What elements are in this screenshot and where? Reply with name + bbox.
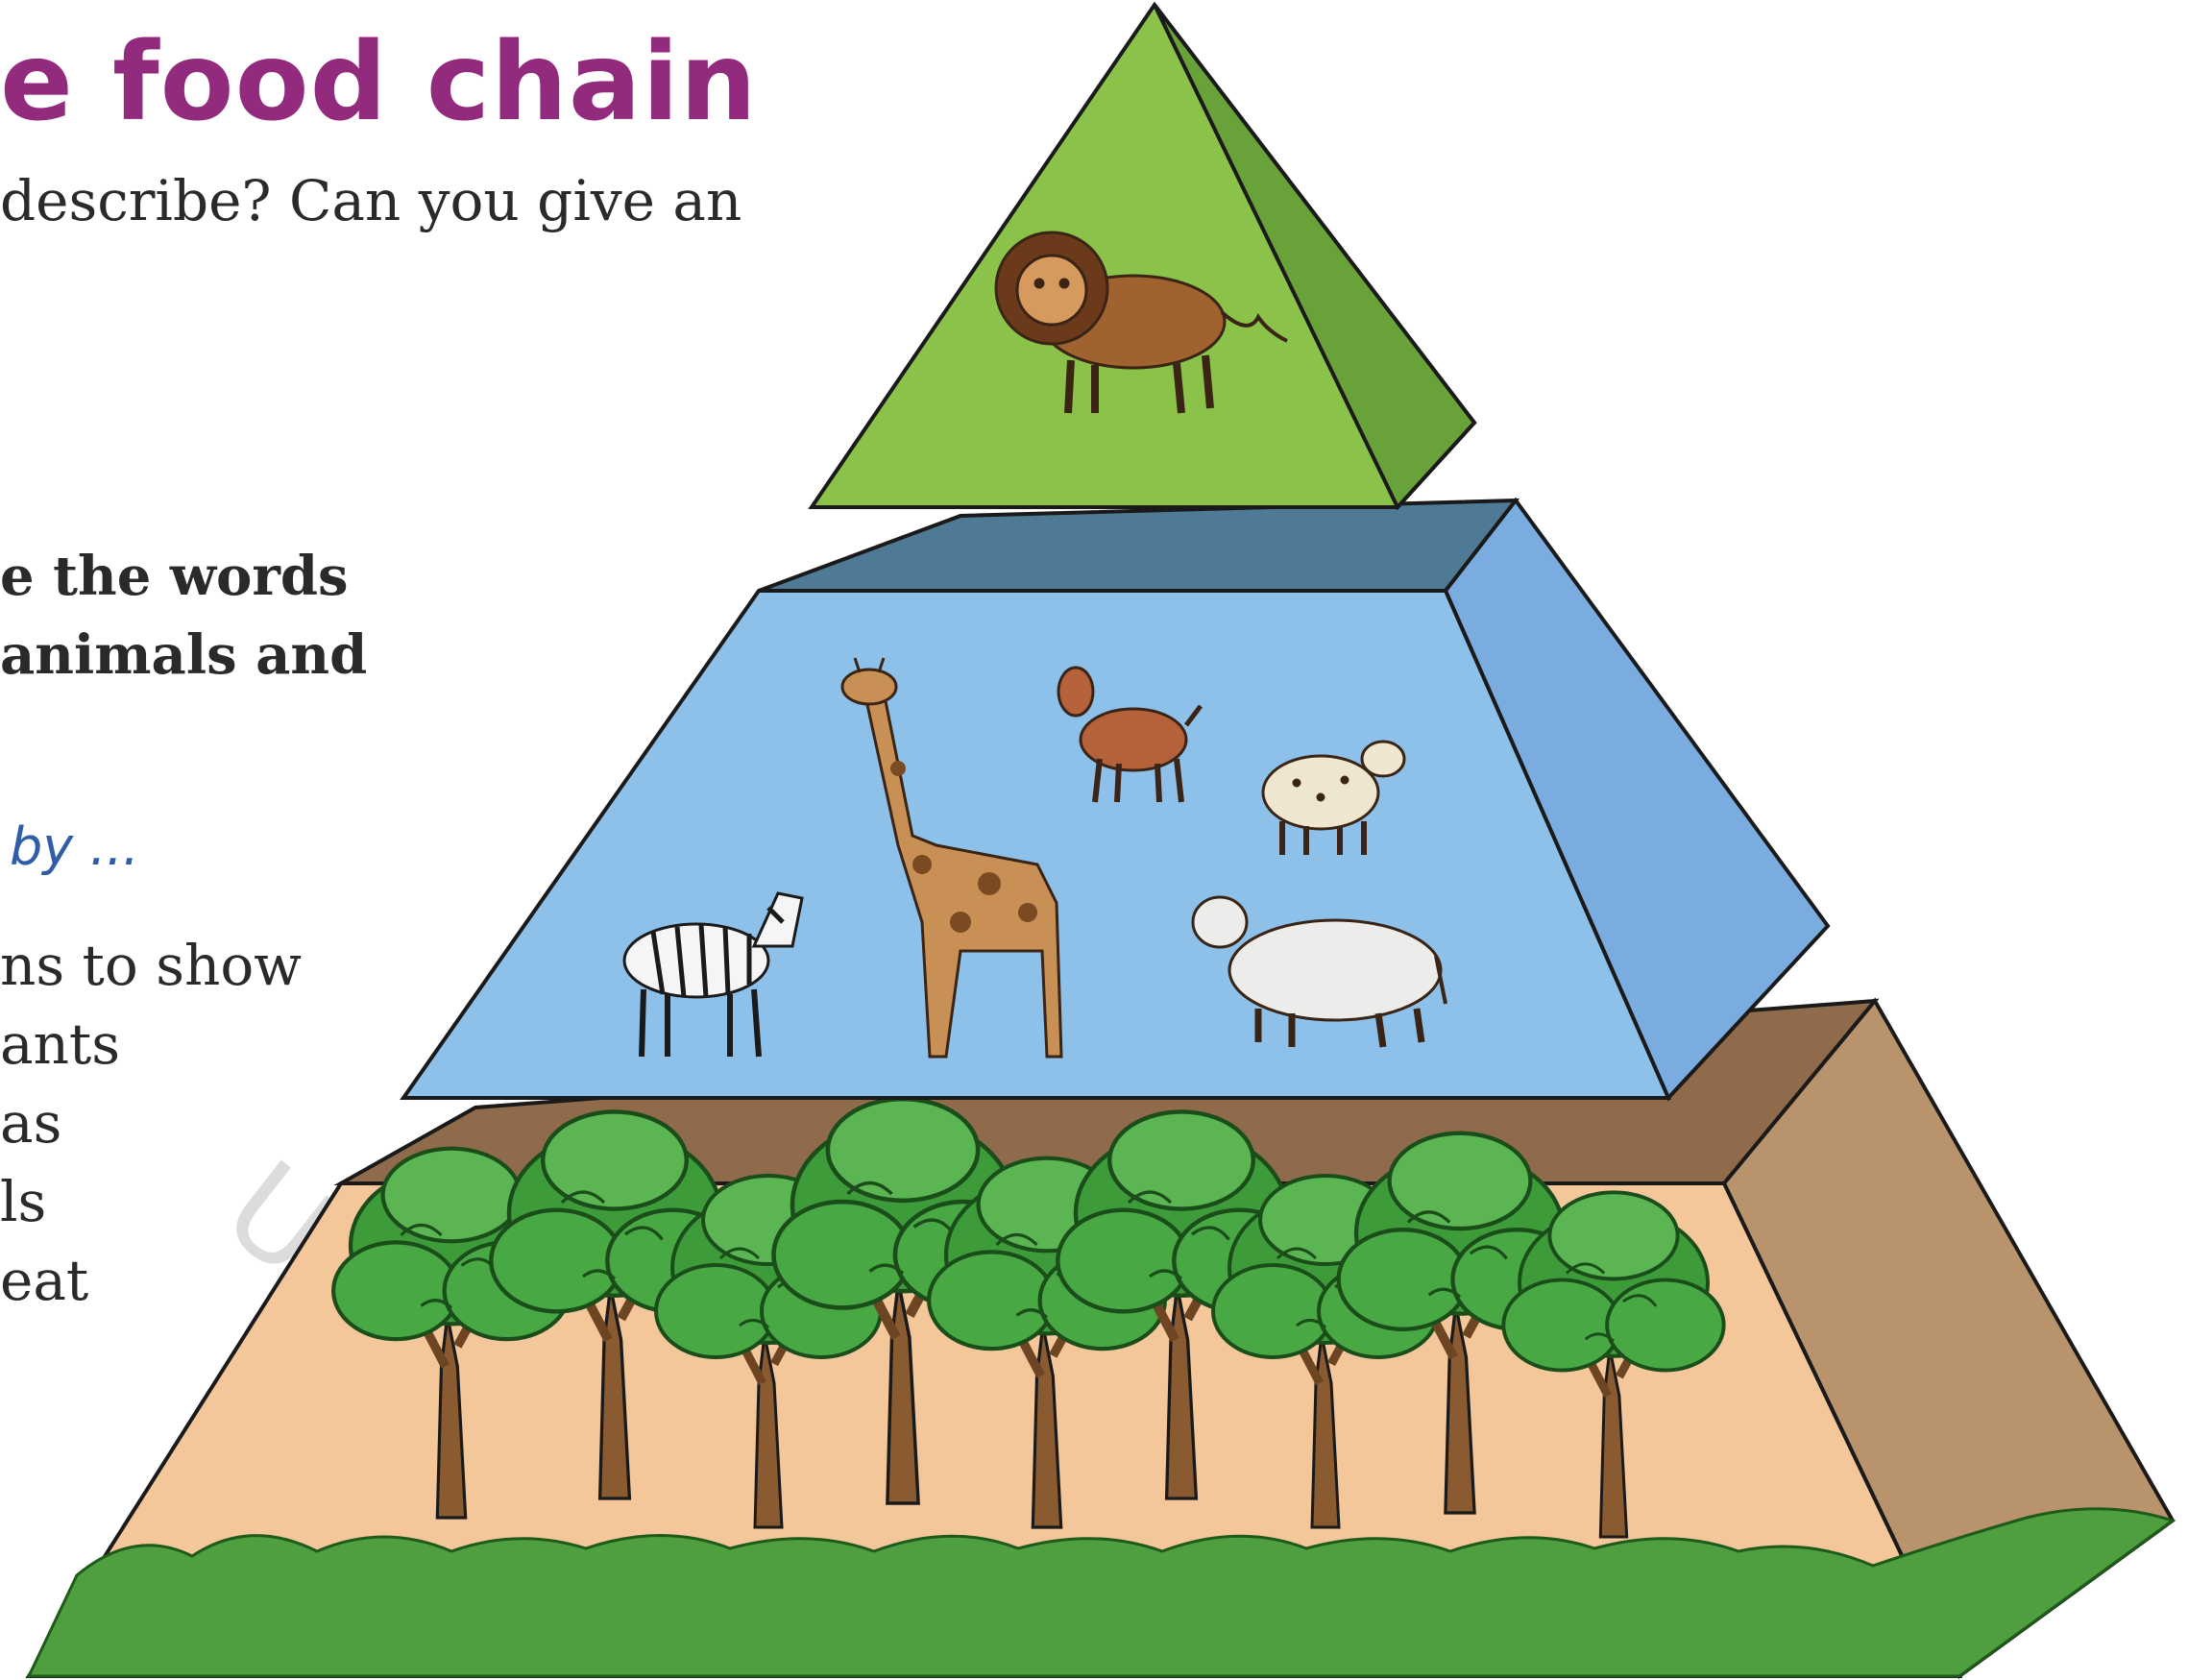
middle-tier (403, 500, 1828, 1098)
bottom-tier (29, 1001, 2173, 1676)
top-tier (812, 5, 1474, 507)
